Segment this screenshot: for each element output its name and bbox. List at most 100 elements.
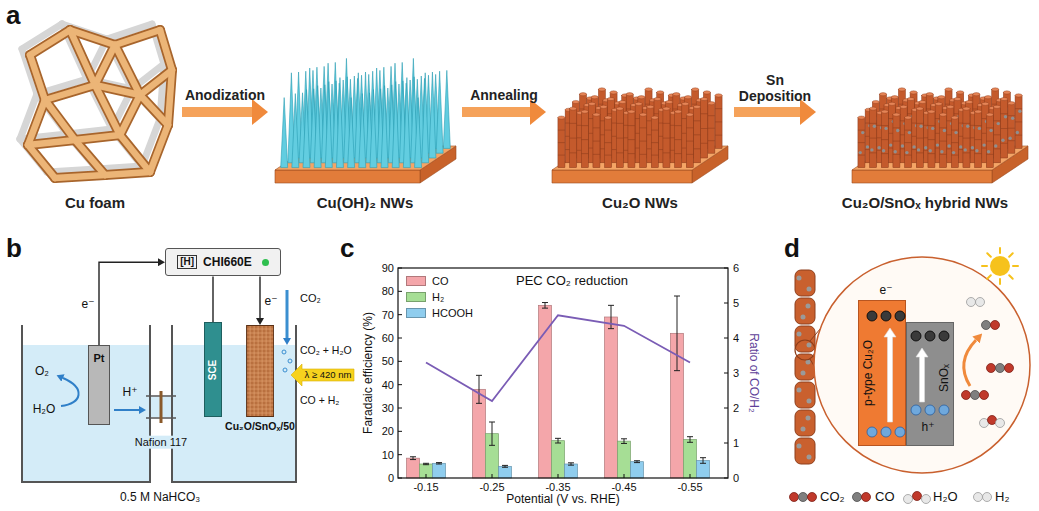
column-top xyxy=(572,100,579,103)
edge-label: Annealing xyxy=(470,87,538,103)
column-top xyxy=(982,102,989,105)
species-label: O₂ xyxy=(35,365,49,379)
legend-text: CO xyxy=(875,490,895,505)
tick xyxy=(724,373,728,374)
column-segment xyxy=(708,128,715,129)
sun-disc xyxy=(990,256,1010,276)
tick xyxy=(724,268,728,269)
foam-strut xyxy=(120,95,140,135)
mesh-wire xyxy=(247,409,273,410)
column-top xyxy=(605,116,612,119)
column-segment xyxy=(870,138,877,139)
tick-label: 30 xyxy=(382,402,394,415)
sun-ray xyxy=(1013,265,1018,267)
legend-swatch xyxy=(406,308,426,318)
error-cap xyxy=(476,403,482,404)
hole xyxy=(867,427,877,437)
panel-a-art xyxy=(20,24,1028,183)
counter-electrode: Pt xyxy=(88,345,110,425)
nanowire-column xyxy=(993,107,1000,163)
column-segment xyxy=(951,155,958,156)
column-segment xyxy=(986,127,993,128)
snox-dot xyxy=(912,145,915,148)
error-cap xyxy=(423,464,429,465)
column-top xyxy=(647,105,654,108)
column-segment xyxy=(701,113,708,114)
snox-dot xyxy=(801,315,806,320)
column-top xyxy=(635,102,642,105)
column-top xyxy=(905,116,912,119)
foam-strut xyxy=(95,85,120,135)
column-segment xyxy=(675,153,682,154)
nanowire-spike xyxy=(325,82,332,168)
bar xyxy=(631,462,644,478)
column-segment xyxy=(675,125,682,126)
gas-bubble xyxy=(283,368,287,372)
column-segment xyxy=(858,130,865,131)
snox-dot xyxy=(797,276,802,281)
error-cap xyxy=(568,465,574,466)
nanowire-column xyxy=(951,118,958,168)
sun-ray xyxy=(999,279,1001,284)
proton-arrow xyxy=(114,409,139,411)
nanowire-column xyxy=(628,112,635,168)
process-stage: Cu₂O NWs xyxy=(550,14,730,214)
snox-dot xyxy=(943,129,946,132)
column-top xyxy=(926,93,933,96)
snox-dot xyxy=(959,145,962,148)
electron xyxy=(867,311,877,321)
tick xyxy=(398,384,402,385)
stage-label: Cu foam xyxy=(65,194,125,212)
column-segment xyxy=(993,134,1000,135)
mesh-wire xyxy=(247,393,273,394)
column-top xyxy=(907,97,914,100)
column-segment xyxy=(570,138,577,139)
column-top xyxy=(872,100,879,103)
tick-label: -0.35 xyxy=(545,481,570,494)
mesh-wire xyxy=(247,381,273,382)
snox-dot xyxy=(797,332,802,337)
error-cap xyxy=(634,462,640,463)
foam-strut xyxy=(140,95,168,125)
tick xyxy=(426,474,427,478)
stage-label: Cu₂O/SnOₓ hybrid NWs xyxy=(842,194,1008,212)
column-segment xyxy=(963,138,970,139)
nanowire-column xyxy=(686,115,693,168)
column-top xyxy=(963,107,970,110)
column-top xyxy=(954,97,961,100)
sun-ray xyxy=(987,275,991,279)
atom xyxy=(996,419,1005,428)
snox-dot xyxy=(877,146,880,149)
tick xyxy=(492,474,493,478)
legend-text: H₂ xyxy=(432,291,444,304)
column-top xyxy=(628,110,635,113)
column-segment xyxy=(1015,135,1022,136)
column-top xyxy=(880,93,887,96)
column-top xyxy=(708,102,715,105)
column-segment xyxy=(858,142,865,143)
atom xyxy=(1005,364,1014,373)
column-segment xyxy=(951,130,958,131)
nanowire-spike xyxy=(336,78,343,168)
snox-dot xyxy=(987,150,990,153)
error-cap xyxy=(502,465,508,466)
column-top xyxy=(928,110,935,113)
column-segment xyxy=(1015,108,1022,109)
tick-label: 40 xyxy=(382,378,394,391)
beaker xyxy=(172,325,296,482)
column-segment xyxy=(858,155,865,156)
nanowire-spike xyxy=(359,94,366,168)
sun-ray xyxy=(999,248,1001,253)
column-segment xyxy=(905,142,912,143)
legend-text: CO xyxy=(432,275,449,288)
tick xyxy=(398,291,402,292)
column-segment xyxy=(993,120,1000,121)
bar xyxy=(407,458,420,478)
column-segment xyxy=(628,153,635,154)
process-stage: Cu(OH)₂ NWs xyxy=(272,14,458,214)
legend-swatch xyxy=(406,276,426,286)
tick-label: 90 xyxy=(382,262,394,275)
column-segment xyxy=(605,142,612,143)
error-cap xyxy=(674,370,680,371)
mesh-wire xyxy=(247,349,273,350)
